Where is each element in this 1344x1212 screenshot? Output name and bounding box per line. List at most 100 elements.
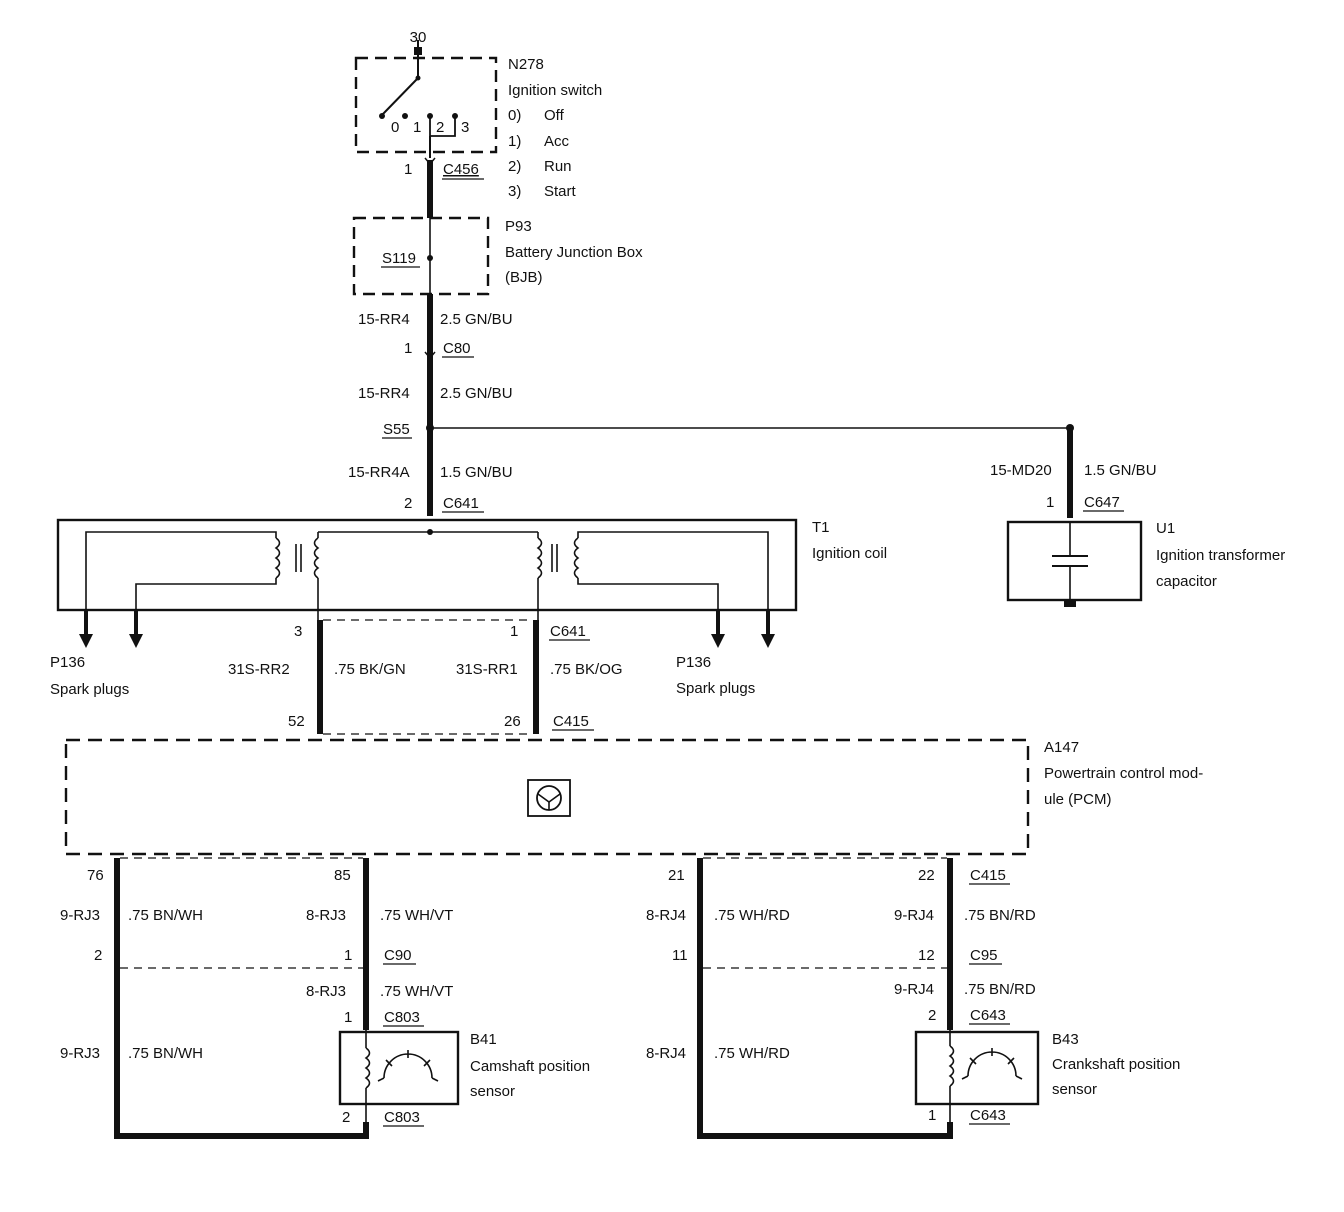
cap-wire-circuit: 15-MD20 <box>990 462 1052 479</box>
cam-wire-a-spec: .75 BN/WH <box>128 907 203 924</box>
wire-3-spec: 1.5 GN/BU <box>440 464 513 481</box>
switch-name: Ignition switch <box>508 82 602 99</box>
crankshaft-sensor-circuit: 21 22 C415 8-RJ4 .75 WH/RD 9-RJ4 .75 BN/… <box>646 857 1180 1139</box>
ignition-switch: 30 0 1 2 3 N278 Ignition switch 0) Off 1… <box>354 29 602 200</box>
pcm-pin-26: 26 <box>504 713 521 730</box>
cam-pcm-pin-a: 76 <box>87 867 104 884</box>
crank-c95-pin-b: 12 <box>918 947 935 964</box>
capacitor-name: Ignition transformer <box>1156 547 1285 564</box>
crank-lower-a-circuit: 8-RJ4 <box>646 1045 686 1062</box>
capacitor-id: U1 <box>1156 520 1175 537</box>
wire-2-circuit: 15-RR4 <box>358 385 410 402</box>
c647-pin: 1 <box>1046 494 1054 511</box>
switch-position-2-label: Run <box>544 158 572 175</box>
crank-pcm-pin-a: 21 <box>668 867 685 884</box>
c803-top-label: C803 <box>384 1009 420 1026</box>
coil-right-pin: 1 <box>510 623 518 640</box>
c80-pin: 1 <box>404 340 412 357</box>
c643-top-pin: 2 <box>928 1007 936 1024</box>
crank-sensor-id: B43 <box>1052 1031 1079 1048</box>
coil-left-circuit: 31S-RR2 <box>228 661 290 678</box>
coil-id: T1 <box>812 519 830 536</box>
coil-right-circuit: 31S-RR1 <box>456 661 518 678</box>
c415-bottom-label: C415 <box>970 867 1006 884</box>
c90-label: C90 <box>384 947 412 964</box>
cam-sensor-id: B41 <box>470 1031 497 1048</box>
c643-bottom-pin: 1 <box>928 1107 936 1124</box>
switch-position-1-num: 1) <box>508 133 521 150</box>
switch-pos-0: 0 <box>391 119 399 136</box>
crank-lower-a-spec: .75 WH/RD <box>714 1045 790 1062</box>
coil-left-spec: .75 BK/GN <box>334 661 406 678</box>
bjb-id: P93 <box>505 218 532 235</box>
crank-wire-b-spec: .75 BN/RD <box>964 907 1036 924</box>
coil-name: Ignition coil <box>812 545 887 562</box>
terminal-30-label: 30 <box>410 29 427 46</box>
crank-lower-b-spec: .75 BN/RD <box>964 981 1036 998</box>
cam-sensor-name2: sensor <box>470 1083 515 1100</box>
c803-top-pin: 1 <box>344 1009 352 1026</box>
crank-wire-a-circuit: 8-RJ4 <box>646 907 686 924</box>
spark-plugs-left-name: Spark plugs <box>50 681 129 698</box>
spark-plugs-right-id: P136 <box>676 654 711 671</box>
cam-wire-b-circuit: 8-RJ3 <box>306 907 346 924</box>
coil-left-pin: 3 <box>294 623 302 640</box>
crank-lower-b-circuit: 9-RJ4 <box>894 981 934 998</box>
switch-pos-1: 1 <box>413 119 421 136</box>
wire-3-circuit: 15-RR4A <box>348 464 410 481</box>
pcm-id: A147 <box>1044 739 1079 756</box>
bjb-abbr: (BJB) <box>505 269 543 286</box>
main-feed-wire: 15-RR4 2.5 GN/BU 1 C80 15-RR4 2.5 GN/BU … <box>348 294 513 516</box>
pcm-name2: ule (PCM) <box>1044 791 1112 808</box>
coil-output-wires: 3 1 C641 31S-RR2 .75 BK/GN 31S-RR1 .75 B… <box>228 619 623 735</box>
spark-plugs-left-id: P136 <box>50 654 85 671</box>
crank-sensor-name: Crankshaft position <box>1052 1056 1180 1073</box>
capacitor-branch: 15-MD20 1.5 GN/BU 1 C647 U1 Ignition tra… <box>430 424 1285 607</box>
crank-pcm-pin-b: 22 <box>918 867 935 884</box>
switch-position-2-num: 2) <box>508 158 521 175</box>
splice-s119: S119 <box>382 250 416 267</box>
c641-bottom-label: C641 <box>550 623 586 640</box>
switch-pos-3: 3 <box>461 119 469 136</box>
c456-pin: 1 <box>404 161 412 178</box>
c803-bottom-pin: 2 <box>342 1109 350 1126</box>
spark-plugs-right-name: Spark plugs <box>676 680 755 697</box>
c456-label: C456 <box>443 161 479 178</box>
cam-sensor-name: Camshaft position <box>470 1058 590 1075</box>
camshaft-sensor-circuit: 76 85 9-RJ3 .75 BN/WH 8-RJ3 .75 WH/VT 2 … <box>60 857 590 1139</box>
wire-1-spec: 2.5 GN/BU <box>440 311 513 328</box>
coil-right-spec: .75 BK/OG <box>550 661 623 678</box>
c647-label: C647 <box>1084 494 1120 511</box>
c643-top-label: C643 <box>970 1007 1006 1024</box>
cam-lower-b-circuit: 8-RJ3 <box>306 983 346 1000</box>
wire-1-circuit: 15-RR4 <box>358 311 410 328</box>
cam-lower-b-spec: .75 WH/VT <box>380 983 453 1000</box>
wire-2-spec: 2.5 GN/BU <box>440 385 513 402</box>
cap-wire-spec: 1.5 GN/BU <box>1084 462 1157 479</box>
connector-c456: 1 C456 <box>404 157 484 218</box>
pcm-name: Powertrain control mod- <box>1044 765 1203 782</box>
c643-bottom-label: C643 <box>970 1107 1006 1124</box>
spark-plug-arrows: P136 Spark plugs P136 Spark plugs <box>50 610 775 698</box>
ignition-coil: T1 Ignition coil <box>56 518 887 640</box>
c80-label: C80 <box>443 340 471 357</box>
c415-top-label: C415 <box>553 713 589 730</box>
cam-pcm-pin-b: 85 <box>334 867 351 884</box>
pcm-pin-52: 52 <box>288 713 305 730</box>
splice-s55: S55 <box>383 421 410 438</box>
switch-position-0-num: 0) <box>508 107 521 124</box>
crank-sensor-name2: sensor <box>1052 1081 1097 1098</box>
pcm-module: A147 Powertrain control mod- ule (PCM) <box>64 738 1203 856</box>
c641-top-label: C641 <box>443 495 479 512</box>
switch-id: N278 <box>508 56 544 73</box>
switch-position-3-label: Start <box>544 183 577 200</box>
crank-c95-pin-a: 11 <box>672 947 688 964</box>
cam-c90-pin-a: 2 <box>94 947 102 964</box>
switch-position-0-label: Off <box>544 107 565 124</box>
cam-wire-b-spec: .75 WH/VT <box>380 907 453 924</box>
c641-top-pin: 2 <box>404 495 412 512</box>
crank-wire-a-spec: .75 WH/RD <box>714 907 790 924</box>
battery-junction-box: S119 P93 Battery Junction Box (BJB) <box>352 216 643 296</box>
